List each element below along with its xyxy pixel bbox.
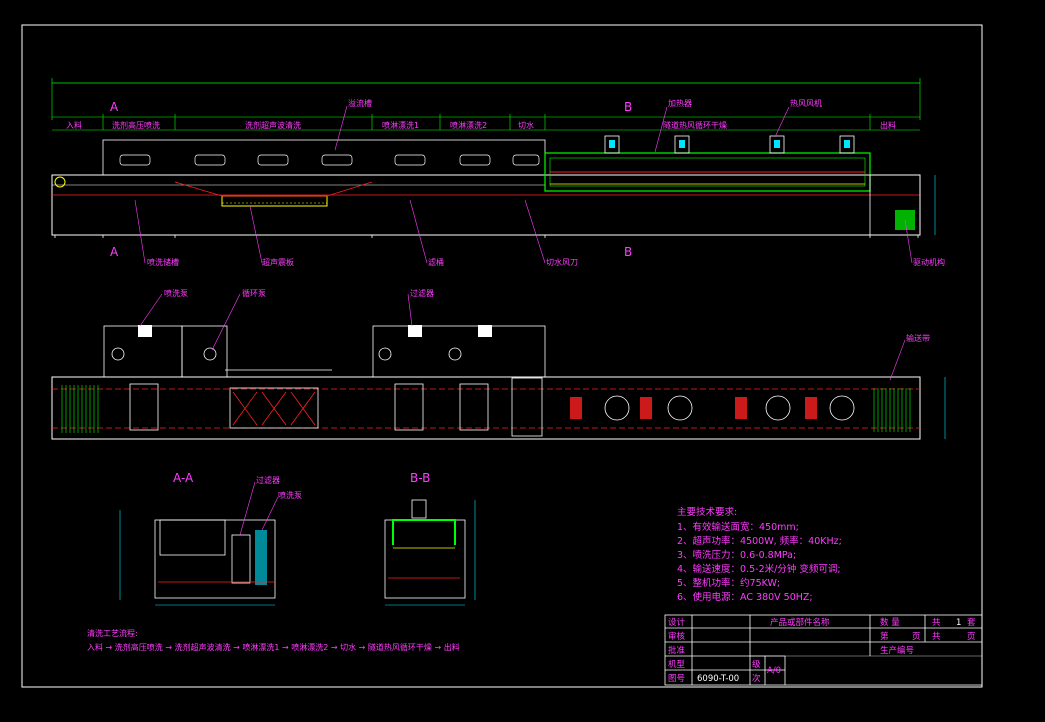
section-aa-title: A-A — [173, 471, 194, 485]
zone-label-5: 喷淋漂洗2 — [450, 120, 487, 130]
tb-qty: 数 量 — [880, 617, 900, 628]
tb-sheets: 套 — [967, 617, 976, 628]
zone-label-7: 隧道热风循环干燥 — [663, 120, 727, 130]
tb-total-label: 共 — [932, 618, 941, 628]
aa-label-pump: 喷洗泵 — [278, 490, 302, 500]
callout-hot-air-fan: 热风风机 — [790, 98, 822, 108]
zone-label-8: 出料 — [880, 120, 896, 130]
section-bb-title: B-B — [410, 471, 430, 485]
tb-total-value: 1 — [956, 618, 961, 628]
tech-line-2: 2、超声功率：4500W, 频率：40KHz; — [677, 535, 842, 547]
aa-label-filter: 过滤器 — [256, 475, 280, 485]
section-mark-b-bottom: B — [624, 245, 632, 259]
tb-model: 机型 — [668, 659, 686, 670]
zone-label-4: 喷淋漂洗1 — [382, 120, 419, 130]
tb-page-unit: 页 — [912, 632, 921, 642]
tb-review: 审核 — [668, 631, 686, 642]
label-drive: 驱动机构 — [913, 257, 945, 267]
label-ultrasonic-plate: 超声震板 — [262, 257, 294, 267]
tech-line-1: 1、有效输送面宽：450mm; — [677, 521, 799, 533]
section-mark-a-bottom: A — [110, 245, 119, 259]
tech-line-4: 4、输送速度：0.5-2米/分钟 变频可调; — [677, 563, 841, 575]
title-block-grid — [664, 614, 983, 686]
tb-of-unit: 页 — [967, 632, 976, 642]
zone-label-3: 洗剂超声波清洗 — [245, 120, 301, 130]
section-aa — [119, 481, 279, 606]
label-spray-tank: 喷洗储槽 — [147, 257, 179, 267]
label-filter-drum: 滤桶 — [428, 257, 444, 267]
tb-page-label: 第 — [880, 631, 889, 642]
tb-product-name: 产品或部件名称 — [770, 617, 830, 628]
tb-level: 级 — [752, 659, 761, 670]
tb-level-b: 次 — [752, 673, 761, 684]
zone-label-1: 入料 — [66, 120, 82, 130]
tech-line-6: 6、使用电源：AC 380V 50HZ; — [677, 591, 813, 603]
label-pump-1: 喷洗泵 — [164, 288, 188, 298]
tb-design: 设计 — [668, 617, 686, 628]
label-conveyor: 输送带 — [906, 333, 930, 343]
label-filter: 过滤器 — [410, 288, 434, 298]
section-mark-a-top: A — [110, 100, 119, 114]
tech-line-3: 3、喷洗压力：0.6-0.8MPa; — [677, 549, 796, 561]
tb-approve: 批准 — [668, 645, 686, 656]
tb-serial: 生产编号 — [880, 645, 914, 656]
tb-of-label: 共 — [932, 632, 941, 642]
tech-title: 主要技术要求: — [677, 506, 737, 518]
callout-heater: 加热器 — [668, 98, 692, 108]
elevation-view — [51, 78, 936, 264]
plan-view — [51, 293, 946, 440]
zone-label-6: 切水 — [518, 120, 534, 130]
tb-drawing-no: 图号 — [668, 674, 685, 684]
tech-line-5: 5、整机功率：约75KW; — [677, 577, 780, 589]
label-air-knife: 切水风刀 — [546, 257, 578, 267]
section-bb — [384, 499, 476, 606]
section-mark-b-top: B — [624, 100, 632, 114]
callout-overflow-tank: 溢流槽 — [348, 98, 372, 108]
drawing-border — [21, 24, 983, 688]
zone-label-2: 洗剂高压喷洗 — [112, 120, 160, 130]
tb-drawing-no-value: 6090-T-00 — [697, 674, 739, 684]
process-title: 清洗工艺流程: — [87, 628, 138, 638]
label-pump-2: 循环泵 — [242, 288, 266, 298]
process-flow: 入料 → 洗剂高压喷洗 → 洗剂超声波清洗 → 喷淋漂洗1 → 喷淋漂洗2 → … — [87, 642, 460, 652]
tb-level-value: A/0 — [767, 666, 781, 676]
